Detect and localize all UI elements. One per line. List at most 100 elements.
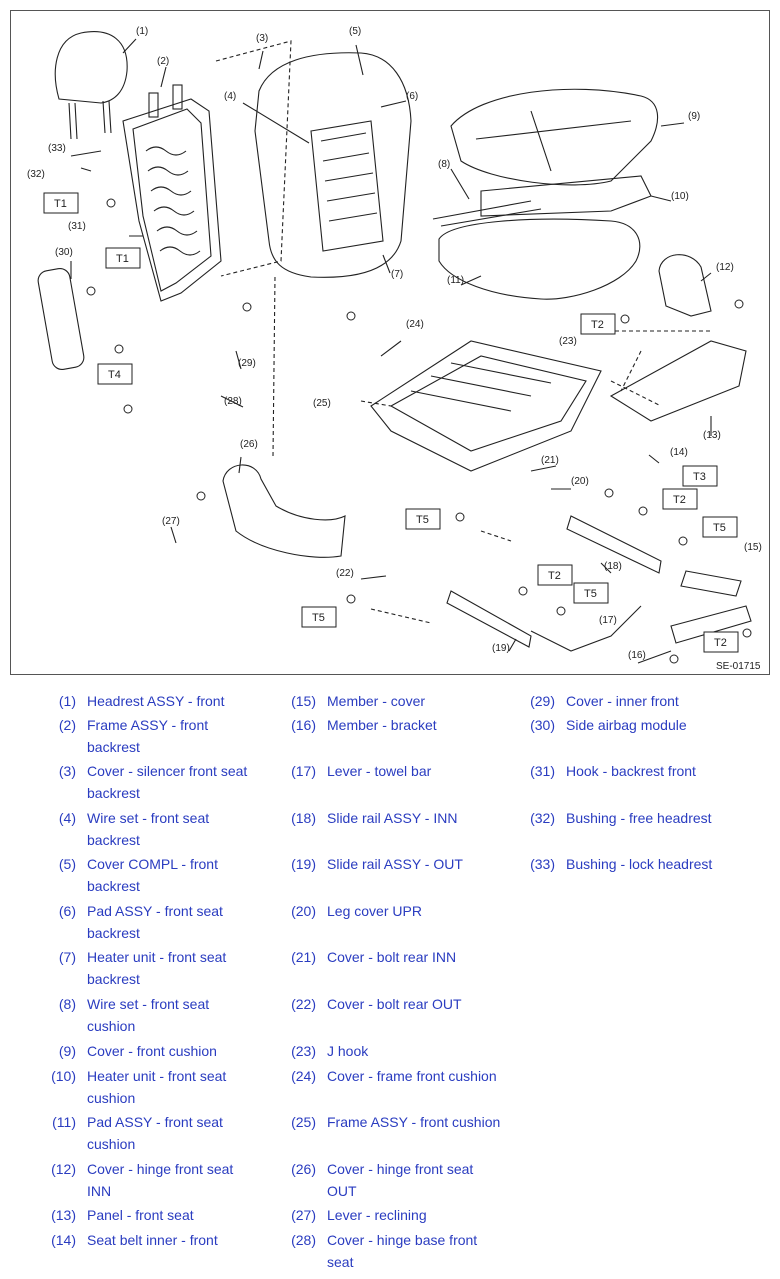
legend-item-number: (1) bbox=[58, 693, 76, 709]
legend-item-number: (14) bbox=[51, 1232, 76, 1248]
svg-text:T2: T2 bbox=[714, 637, 727, 649]
legend-item-text: Heater unit - front seat bbox=[87, 949, 227, 965]
legend-item-number: (28) bbox=[291, 1232, 316, 1248]
backrest-frame-part bbox=[122, 84, 222, 302]
legend-item-text: Lever - reclining bbox=[327, 1207, 427, 1223]
callout-15: (15) bbox=[744, 542, 762, 553]
svg-text:T2: T2 bbox=[673, 494, 686, 506]
legend-item: (25)Frame ASSY - front cushion bbox=[280, 1111, 520, 1133]
legend-item-text: Wire set - front seat bbox=[87, 810, 210, 826]
legend-item: (1) Headrest ASSY - front bbox=[40, 690, 275, 712]
hinge-cover-out-part bbox=[222, 464, 346, 558]
legend-item-text: Frame ASSY - front bbox=[87, 717, 209, 733]
legend-item-text: Cover - bolt rear OUT bbox=[327, 996, 462, 1012]
legend-item-text: cushion bbox=[87, 1018, 136, 1034]
legend-item-text: Slide rail ASSY - OUT bbox=[327, 856, 463, 872]
legend-item-number: (22) bbox=[291, 996, 316, 1012]
legend-item-number: (24) bbox=[291, 1068, 316, 1084]
legend-item: (22) Cover - bolt rear OUT bbox=[280, 993, 520, 1015]
torque-box-t5a: T5 bbox=[405, 508, 441, 530]
legend-item: (13)Panel - front seat bbox=[40, 1204, 275, 1226]
legend-item: (23) J hook bbox=[280, 1040, 520, 1062]
callout-7: (7) bbox=[391, 269, 403, 280]
callout-24: (24) bbox=[406, 319, 424, 330]
legend-item-number: (15) bbox=[291, 693, 316, 709]
legend-item-number: (6) bbox=[58, 903, 76, 919]
legend-item-text: seat bbox=[327, 1254, 354, 1270]
legend-item-number: (8) bbox=[58, 996, 76, 1012]
torque-box-t4: T4 bbox=[97, 363, 133, 385]
legend-item-text: Frame ASSY - front cushion bbox=[327, 1114, 501, 1130]
diagram-drawing: (1) (2) (3) (4) (5) (6) (7) (8) (9) (10)… bbox=[27, 26, 762, 672]
callout-1: (1) bbox=[136, 26, 148, 37]
legend-item-text: Seat belt inner - front bbox=[87, 1232, 218, 1248]
legend-item-number: (10) bbox=[51, 1068, 76, 1084]
legend-item-number: (29) bbox=[530, 693, 555, 709]
callout-32: (32) bbox=[27, 169, 45, 180]
callout-3: (3) bbox=[256, 33, 268, 44]
callout-25: (25) bbox=[313, 398, 331, 409]
callout-33: (33) bbox=[48, 143, 66, 154]
cushion-pad-part bbox=[438, 218, 641, 300]
slide-rail-inn-part bbox=[566, 515, 662, 574]
legend-item-text: Cover - inner front bbox=[566, 693, 679, 709]
towel-bar-part bbox=[530, 605, 642, 652]
cushion-heater-part bbox=[480, 175, 652, 217]
legend-item: (20)Leg cover UPR bbox=[280, 900, 520, 922]
callout-20: (20) bbox=[571, 476, 589, 487]
svg-text:T3: T3 bbox=[693, 471, 706, 483]
callout-9: (9) bbox=[688, 111, 700, 122]
callout-8: (8) bbox=[438, 159, 450, 170]
callout-22: (22) bbox=[336, 568, 354, 579]
legend-item: (27)Lever - reclining bbox=[280, 1204, 520, 1226]
legend-item-text: Leg cover UPR bbox=[327, 903, 422, 919]
legend-item: (6) Pad ASSY - front seat backrest bbox=[40, 900, 275, 944]
legend-item-text: backrest bbox=[87, 832, 140, 848]
legend-item-number: (23) bbox=[291, 1043, 316, 1059]
legend-item-text: backrest bbox=[87, 785, 140, 801]
legend-item-text: Heater unit - front seat bbox=[87, 1068, 227, 1084]
legend-item-number: (33) bbox=[530, 856, 555, 872]
callout-27: (27) bbox=[162, 516, 180, 527]
legend-item-text: Headrest ASSY - front bbox=[87, 693, 225, 709]
legend-item-number: (5) bbox=[58, 856, 76, 872]
legend-item-text: INN bbox=[87, 1183, 112, 1199]
legend-item-number: (12) bbox=[51, 1161, 76, 1177]
legend-item-text: Cover - frame front cushion bbox=[327, 1068, 497, 1084]
legend-item-text: Wire set - front seat bbox=[87, 996, 210, 1012]
legend-item-text: Cover - bolt rear INN bbox=[327, 949, 457, 965]
torque-box-t5c: T5 bbox=[573, 582, 609, 604]
slide-rail-out-part bbox=[446, 590, 532, 648]
callout-6: (6) bbox=[406, 91, 418, 102]
legend-item: (31)Hook - backrest front bbox=[519, 760, 774, 782]
legend-item-text: Pad ASSY - front seat bbox=[87, 1114, 223, 1130]
legend-item-text: J hook bbox=[327, 1043, 369, 1059]
callout-16: (16) bbox=[628, 650, 646, 661]
legend-item-text: Pad ASSY - front seat bbox=[87, 903, 223, 919]
legend-item-text: Bushing - lock headrest bbox=[566, 856, 713, 872]
legend-item-text: backrest bbox=[87, 925, 140, 941]
legend-item: (9)Cover - front cushion bbox=[40, 1040, 275, 1062]
callout-29: (29) bbox=[238, 358, 256, 369]
silencer-cover-part bbox=[215, 40, 292, 277]
callout-26: (26) bbox=[240, 439, 258, 450]
callout-30: (30) bbox=[55, 247, 73, 258]
callout-2: (2) bbox=[157, 56, 169, 67]
callout-11: (11) bbox=[447, 275, 464, 286]
torque-box-t2a: T2 bbox=[580, 313, 616, 335]
legend-item-text: Member - bracket bbox=[327, 717, 437, 733]
callout-5: (5) bbox=[349, 26, 361, 37]
legend-item-text: Slide rail ASSY - INN bbox=[327, 810, 458, 826]
legend-item-number: (26) bbox=[291, 1161, 316, 1177]
torque-box-t3: T3 bbox=[682, 465, 718, 487]
legend-item-text: Cover COMPL - front bbox=[87, 856, 218, 872]
legend-item-text: Cover - hinge front seat bbox=[327, 1161, 474, 1177]
callout-17: (17) bbox=[599, 615, 617, 626]
legend-item-text: Side airbag module bbox=[566, 717, 687, 733]
callout-18: (18) bbox=[604, 561, 622, 572]
legend-item-number: (17) bbox=[291, 763, 316, 779]
legend-item-number: (16) bbox=[291, 717, 316, 733]
legend-item: (14) Seat belt inner - front bbox=[40, 1229, 275, 1251]
